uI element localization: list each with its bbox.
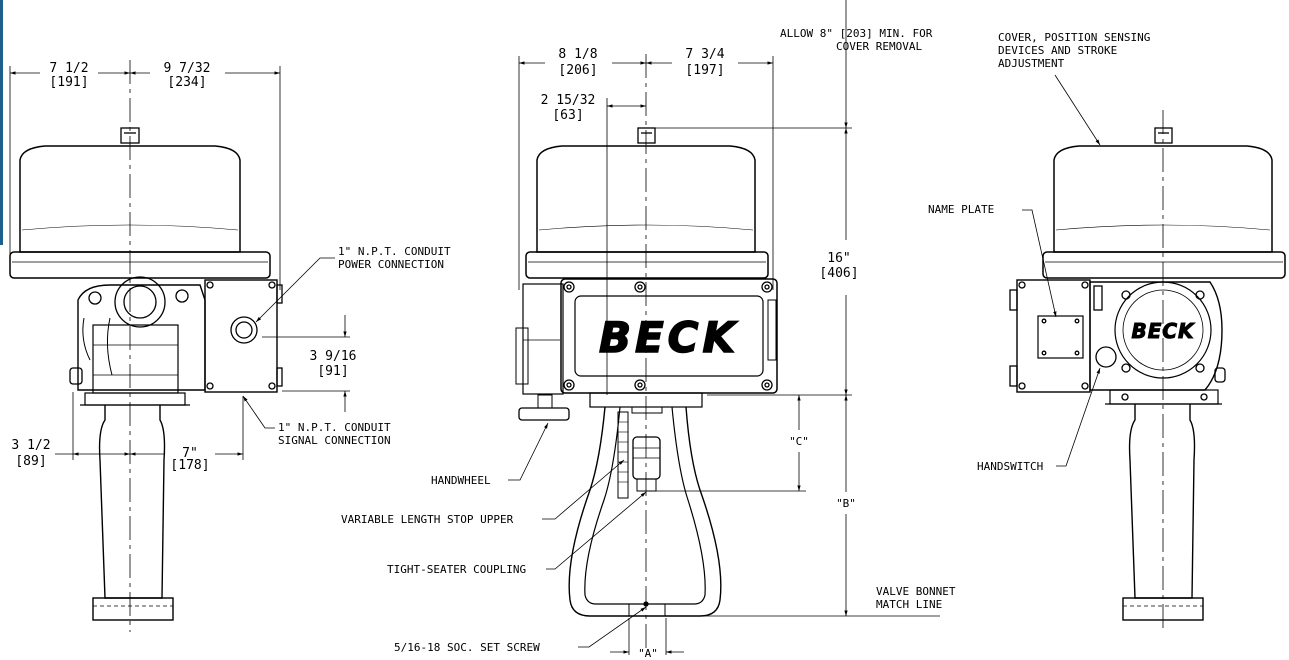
center-height-mm: [406] [819,266,858,281]
left-top-bolt [120,127,140,144]
center-width-right-mm: [197] [685,63,724,78]
center-offset: 2 15/32 [541,93,596,108]
left-conduit-fitting [230,316,258,344]
center-offset-mm: [63] [552,108,583,123]
dim-b: "B" [836,497,856,510]
set-screw-label: 5/16-18 SOC. SET SCREW [394,641,540,654]
center-width-left: 8 1/8 [558,47,597,62]
center-width-right: 7 3/4 [685,47,724,62]
right-view [1009,74,1286,632]
conduit-signal-line2: SIGNAL CONNECTION [278,434,391,447]
right-view-labels: COVER, POSITION SENSING DEVICES AND STRO… [928,31,1150,473]
bonnet-line2: MATCH LINE [876,598,942,611]
bonnet-line1: VALVE BONNET [876,585,956,598]
handwheel-label: HANDWHEEL [431,474,491,487]
left-cover-dome [19,145,241,253]
handswitch-shape [1095,346,1117,368]
base-right: 7" [182,446,198,461]
left-view-labels: 7 1/2 [191] 9 7/32 [234] 1" N.P.T. CONDU… [11,61,451,473]
conduit-power-line1: 1" N.P.T. CONDUIT [338,245,451,258]
clearance-line2: COVER REMOVAL [836,40,922,53]
base-left: 3 1/2 [11,438,50,453]
cover-line3: ADJUSTMENT [998,57,1065,70]
center-view-labels: 8 1/8 [206] 7 3/4 [197] 2 15/32 [63] ALL… [341,27,956,660]
left-width-right-mm: [234] [167,75,206,90]
left-width-left-mm: [191] [49,75,88,90]
center-width-left-mm: [206] [558,63,597,78]
left-width-right: 9 7/32 [164,61,211,76]
left-edge-bar [0,0,3,245]
left-width-left: 7 1/2 [49,61,88,76]
dim-a: "A" [638,647,658,660]
dim-c: "C" [789,435,809,448]
clearance-line1: ALLOW 8" [203] MIN. FOR [780,27,933,40]
stop-upper-label: VARIABLE LENGTH STOP UPPER [341,513,514,526]
stroke-scale [617,411,629,499]
name-plate-label: NAME PLATE [928,203,994,216]
conduit-height: 3 9/16 [310,349,357,364]
coupling-label: TIGHT-SEATER COUPLING [387,563,526,576]
center-beck-logo: BECK [599,313,739,362]
handwheel-shape [518,407,570,421]
left-view [9,60,350,632]
conduit-height-mm: [91] [317,364,348,379]
cover-line1: COVER, POSITION SENSING [998,31,1150,44]
cover-line2: DEVICES AND STROKE [998,44,1117,57]
left-junction-box [204,279,278,393]
base-right-mm: [178] [170,458,209,473]
right-beck-logo: BECK [1131,319,1195,343]
center-view [508,0,940,655]
conduit-signal-line1: 1" N.P.T. CONDUIT [278,421,391,434]
center-height: 16" [827,251,850,266]
handswitch-label: HANDSWITCH [977,460,1043,473]
base-left-mm: [89] [15,454,46,469]
right-name-plate-shape [1037,315,1084,359]
conduit-power-line2: POWER CONNECTION [338,258,444,271]
